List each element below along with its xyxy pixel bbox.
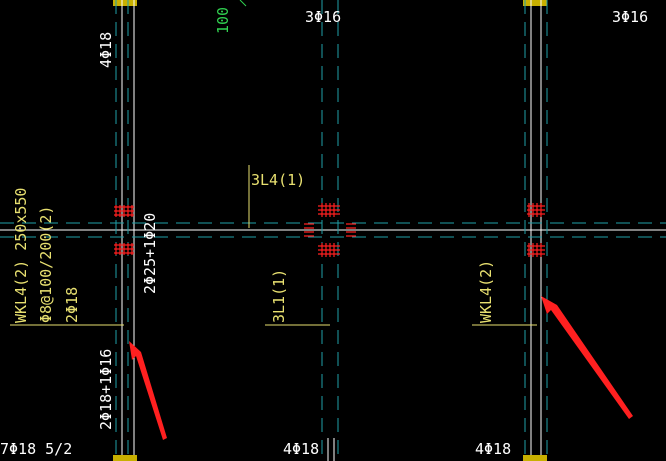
- rebar-mid-intersection: [304, 203, 356, 257]
- red-arrow-right: [541, 296, 633, 419]
- green-dimension-line: [239, 0, 247, 7]
- bottom-mid-label: 4Φ18: [283, 440, 319, 458]
- red-arrow-icon: [129, 341, 167, 440]
- support-top-right: [523, 0, 547, 6]
- left-column-top-label: 4Φ18: [97, 32, 115, 68]
- red-arrow-icon: [541, 296, 633, 419]
- beam-3l1-label: 3L1(1): [270, 269, 288, 323]
- right-wkl-label: WKL4(2): [477, 260, 495, 323]
- bottom-left-label: 7Φ18 5/2: [0, 440, 72, 458]
- left-vertical-low-label: 2Φ18+1Φ16: [97, 349, 115, 430]
- left-wkl-label-line3: 2Φ18: [63, 287, 81, 323]
- bottom-right-label: 4Φ18: [475, 440, 511, 458]
- rebar-left-intersection: [114, 205, 134, 255]
- left-wkl-label-line2: Φ8@100/200(2): [37, 206, 55, 323]
- top-mid-rebar-label: 3Φ16: [305, 8, 341, 26]
- red-arrow-left: [129, 341, 167, 440]
- top-green-dimension: 100: [214, 7, 232, 34]
- beam-3l4-label: 3L4(1): [251, 171, 305, 189]
- left-wkl-label-line1: WKL4(2) 250x550: [12, 188, 30, 323]
- leader-lines: [10, 165, 537, 326]
- support-bottom-right: [523, 455, 547, 461]
- rebar-ticks: [114, 203, 545, 257]
- left-vertical-mid-label: 2Φ25+1Φ20: [141, 213, 159, 294]
- supports: [113, 0, 547, 461]
- top-right-rebar-label: 3Φ16: [612, 8, 648, 26]
- rebar-right-intersection: [527, 203, 545, 257]
- support-top-left: [113, 0, 137, 6]
- support-bottom-left: [113, 455, 137, 461]
